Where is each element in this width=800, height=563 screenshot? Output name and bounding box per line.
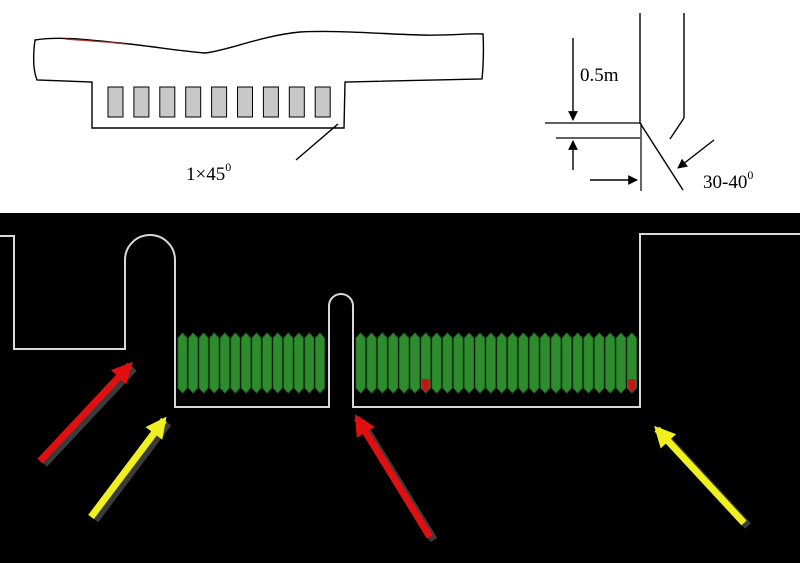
cooling-slot (159, 86, 176, 118)
arrow-red-center (354, 414, 438, 543)
cooling-slot (262, 86, 279, 118)
bottom-block (388, 332, 399, 394)
bottom-block (529, 332, 540, 394)
bottom-block (615, 332, 627, 394)
chamfer-detail-diagram: 0.5m 30-400 (545, 13, 753, 193)
bottom-cross-section (0, 233, 800, 408)
bottom-block (209, 332, 220, 394)
slab-outline-red-trace (64, 38, 126, 45)
chamfer-label-superscript: 0 (225, 160, 231, 174)
bottom-block (464, 332, 475, 394)
bottom-block (605, 332, 616, 394)
bottom-block (539, 332, 551, 394)
bottom-block (272, 332, 283, 394)
cooling-slot (211, 86, 228, 118)
bottom-block (626, 332, 637, 394)
bottom-block (409, 332, 420, 394)
detail-slope-line (639, 122, 684, 191)
bottom-block (355, 332, 366, 394)
bottom-block (583, 332, 594, 394)
bottom-block (251, 332, 262, 394)
bottom-block-red-tip (422, 379, 430, 393)
bottom-block (283, 332, 294, 394)
cooling-slot (107, 86, 124, 118)
cooling-slot (133, 86, 150, 118)
chamfer-label: 1×450 (186, 160, 231, 185)
bottom-block (474, 332, 486, 394)
arrow-yellow-left (88, 416, 172, 523)
bottom-block (177, 332, 188, 394)
arrow-yellow-right (654, 425, 751, 529)
bottom-block (572, 332, 583, 394)
block-row-right (355, 332, 637, 394)
angle-pointer-arrow (677, 139, 715, 169)
bottom-block (188, 332, 199, 394)
slab-chamfer-diagram: 1×450 (32, 30, 485, 185)
bottom-block (398, 332, 410, 394)
bottom-block (420, 332, 431, 394)
bottom-block (219, 332, 230, 394)
bottom-block (304, 332, 315, 394)
bottom-block (230, 332, 241, 394)
bottom-block (293, 332, 304, 394)
indicator-arrows (37, 361, 751, 543)
bottom-block (594, 332, 605, 394)
cooling-slot (185, 86, 202, 118)
cooling-slot (314, 86, 331, 118)
bottom-block (550, 332, 561, 394)
bottom-block (442, 332, 453, 394)
cooling-slot (237, 86, 253, 118)
angle-label-superscript: 0 (747, 168, 753, 182)
bottom-block (366, 332, 377, 394)
bottom-block (507, 332, 518, 394)
bottom-block (377, 332, 388, 394)
slab-outline (32, 30, 485, 129)
bottom-block (431, 332, 442, 394)
bottom-block (241, 332, 251, 394)
angle-label: 30-400 (703, 168, 753, 193)
bottom-block (315, 332, 325, 394)
detail-chamfer-edge (669, 117, 685, 140)
angle-label-text: 30-40 (703, 172, 747, 193)
leader-line (295, 123, 339, 161)
bottom-block (518, 332, 529, 394)
block-row-left (177, 332, 325, 394)
bottom-block (496, 332, 507, 394)
bottom-outline (0, 233, 800, 408)
bottom-block (198, 332, 209, 394)
bottom-block-red-tip (628, 379, 636, 393)
chamfer-label-text: 1×45 (186, 164, 225, 185)
arrow-red-left (37, 361, 137, 467)
bottom-block (262, 332, 273, 394)
bottom-block (561, 332, 572, 394)
cooling-slot (288, 86, 305, 118)
cooling-slots (107, 86, 331, 118)
dimension-label: 0.5m (580, 65, 619, 86)
bottom-block (485, 332, 496, 394)
bottom-block (453, 332, 464, 394)
